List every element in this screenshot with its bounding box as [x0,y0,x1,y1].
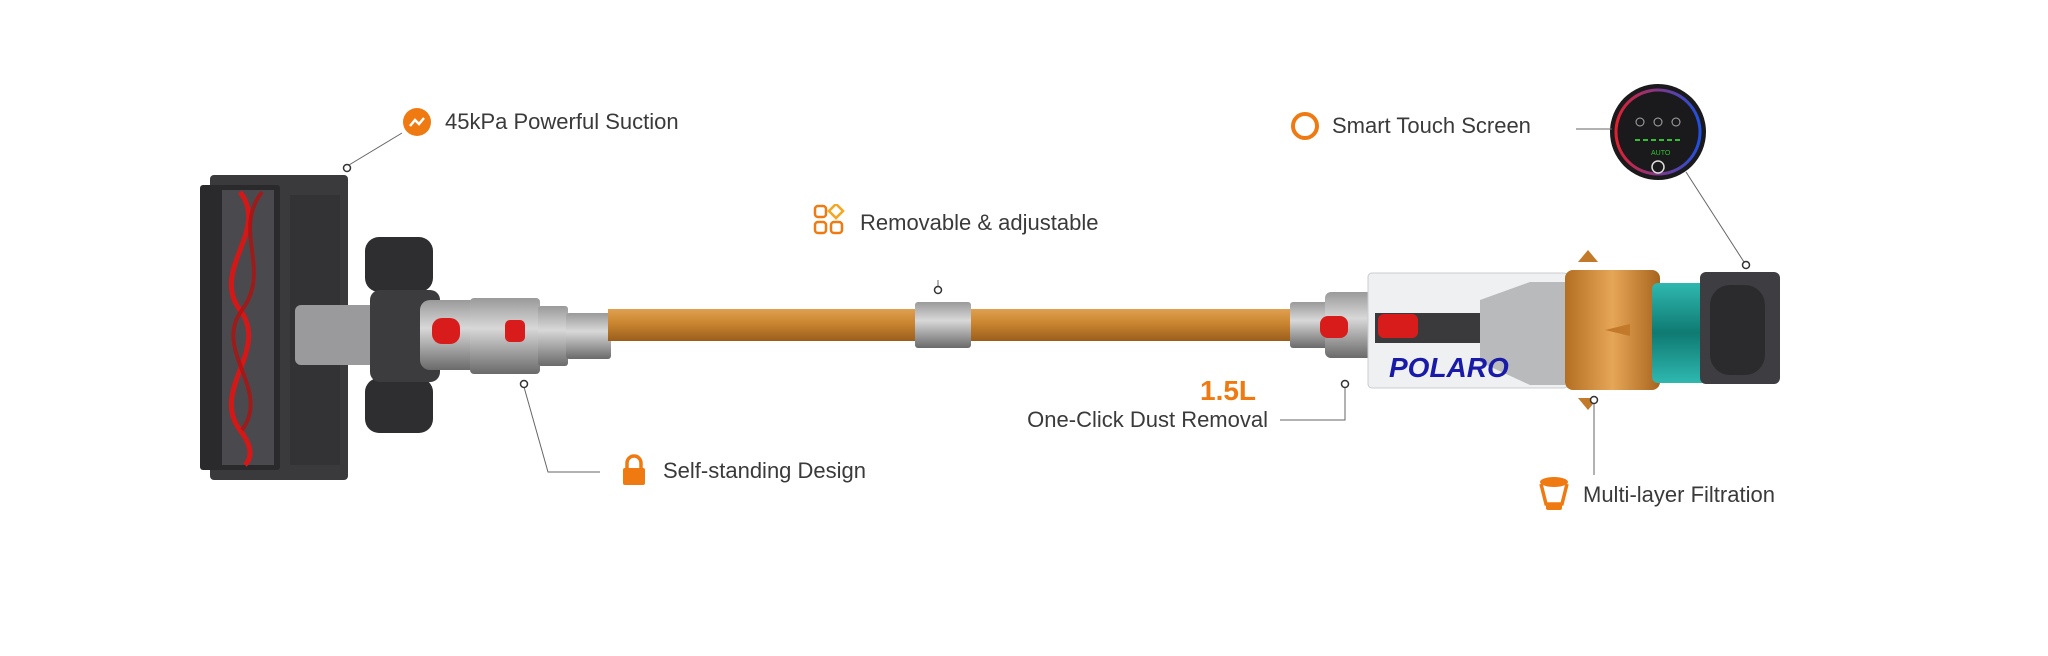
feature-self-standing-label: Self-standing Design [663,458,867,483]
filter-cup-icon [1539,477,1569,510]
touch-screen-display: AUTO [1610,84,1706,180]
feature-suction-label: 45kPa Powerful Suction [445,109,679,134]
screen-mode: AUTO [1651,150,1671,157]
dust-capacity: 1.5L [1200,375,1257,406]
brush-joint-wheels [295,237,611,433]
ring-icon [1291,112,1319,140]
brand-logo: POLARO [1389,352,1509,383]
lock-icon [623,454,645,485]
feature-removable-label: Removable & adjustable [860,210,1099,235]
modules-grid-icon [813,204,845,235]
feature-dust-removal-label: One-Click Dust Removal [1027,407,1268,432]
feature-touch-screen-label: Smart Touch Screen [1332,113,1531,138]
suction-wave-icon [403,108,431,136]
leader-lines [342,128,1751,475]
wand-connector [915,302,971,348]
floor-brush-head [200,175,348,480]
main-body: POLARO [1290,250,1780,410]
feature-filtration-label: Multi-layer Filtration [1583,482,1775,507]
